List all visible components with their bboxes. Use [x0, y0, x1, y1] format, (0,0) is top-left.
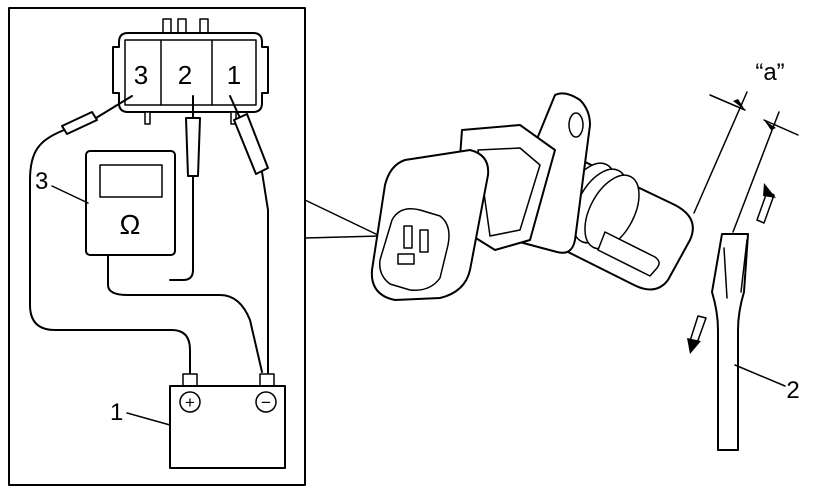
pin-label-2: 2 [178, 60, 192, 90]
pin-label-1: 1 [227, 60, 241, 90]
negative-terminal-icon [255, 391, 277, 413]
gap-label: “a” [755, 59, 784, 86]
movement-arrow-down-icon [687, 315, 707, 354]
pin-label-3: 3 [134, 60, 148, 90]
leader-line-battery [126, 412, 171, 426]
callout-battery: 1 [110, 399, 123, 426]
gap-dimension [693, 91, 799, 233]
leader-line-screwdriver [734, 364, 786, 387]
callout-ohmmeter: 3 [35, 168, 48, 195]
screwdriver [711, 233, 749, 451]
speed-sensor [370, 92, 694, 301]
ohmmeter [85, 150, 176, 256]
probe-leads [29, 95, 269, 375]
ohm-symbol: Ω [120, 209, 141, 240]
zoom-pointer [304, 199, 381, 239]
battery-positive-sign: + [185, 393, 195, 412]
movement-arrow-up-icon [756, 183, 776, 224]
battery [169, 373, 286, 469]
sensor-connector [112, 18, 269, 125]
positive-terminal-icon [179, 391, 201, 413]
callout-screwdriver: 2 [786, 377, 799, 404]
leader-line-ohmmeter [51, 185, 89, 204]
inset-panel [8, 7, 306, 486]
battery-negative-sign: − [261, 393, 271, 412]
